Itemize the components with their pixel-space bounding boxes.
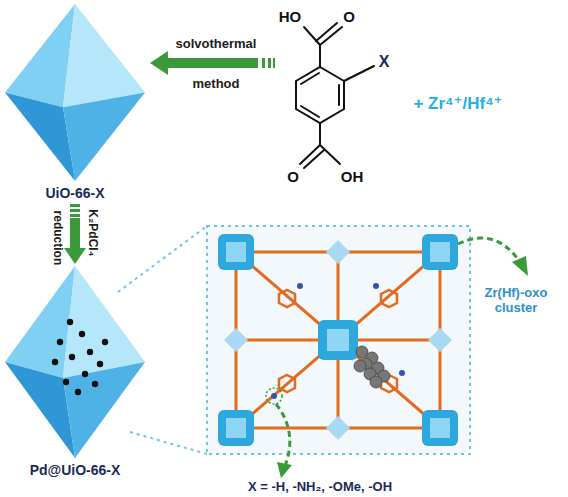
substituent-list: X = -H, -NH₂, -OMe, -OH xyxy=(248,480,392,495)
atom-label: OH xyxy=(341,168,364,185)
substituent-label: X xyxy=(379,53,390,71)
reagent-text: K₂PdCl₄ xyxy=(86,209,100,256)
framework-view xyxy=(207,226,470,454)
condition-text: reduction xyxy=(50,211,64,266)
atom-label: HO xyxy=(279,8,302,25)
condition-text: method xyxy=(193,77,240,92)
material-name: Pd@UiO-66-X xyxy=(0,462,150,478)
reaction-arrow xyxy=(64,204,86,264)
atom-label: O xyxy=(343,8,355,25)
callout-head xyxy=(277,462,292,478)
linker-structure xyxy=(296,23,374,168)
atom-label: O xyxy=(287,168,299,185)
condition-text: solvothermal xyxy=(176,37,257,52)
material-name: UiO-66-X xyxy=(0,185,150,201)
cluster-label: Zr(Hf)-oxo cluster xyxy=(466,286,566,316)
crystal-node: UiO-66-X xyxy=(0,0,150,201)
crystal-node: Pd@UiO-66-X xyxy=(0,262,150,478)
zoom-leader xyxy=(118,226,207,454)
callout-arrow xyxy=(266,238,520,466)
callout-head xyxy=(512,256,528,276)
metal-ions: + Zr⁴⁺/Hf⁴⁺ xyxy=(413,94,502,114)
octahedron-crystal xyxy=(0,0,150,185)
octahedron-crystal xyxy=(0,262,150,462)
synthesis-arrow xyxy=(150,51,275,75)
